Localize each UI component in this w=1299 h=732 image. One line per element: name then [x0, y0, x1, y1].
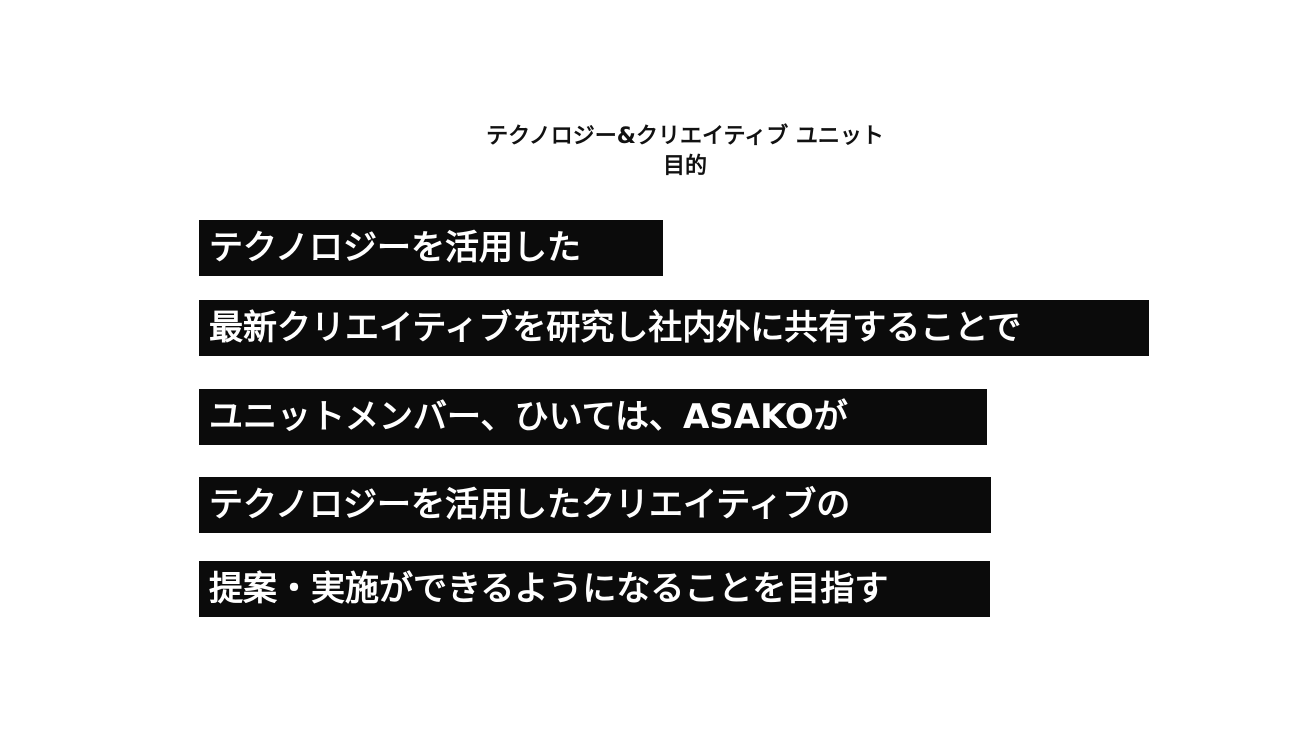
- purpose-line-2: 最新クリエイティブを研究し社内外に共有することで: [199, 300, 1149, 356]
- purpose-line-4: テクノロジーを活用したクリエイティブの: [199, 477, 991, 533]
- unit-title: テクノロジー&クリエイティブ ユニット: [486, 124, 884, 149]
- purpose-line-1: テクノロジーを活用した: [199, 220, 663, 276]
- purpose-line-5: 提案・実施ができるようになることを目指す: [199, 561, 990, 617]
- purpose-line-3: ユニットメンバー、ひいては、ASAKOが: [199, 389, 987, 445]
- section-title: 目的: [662, 154, 707, 179]
- slide-header: テクノロジー&クリエイティブ ユニット 目的: [0, 122, 1299, 182]
